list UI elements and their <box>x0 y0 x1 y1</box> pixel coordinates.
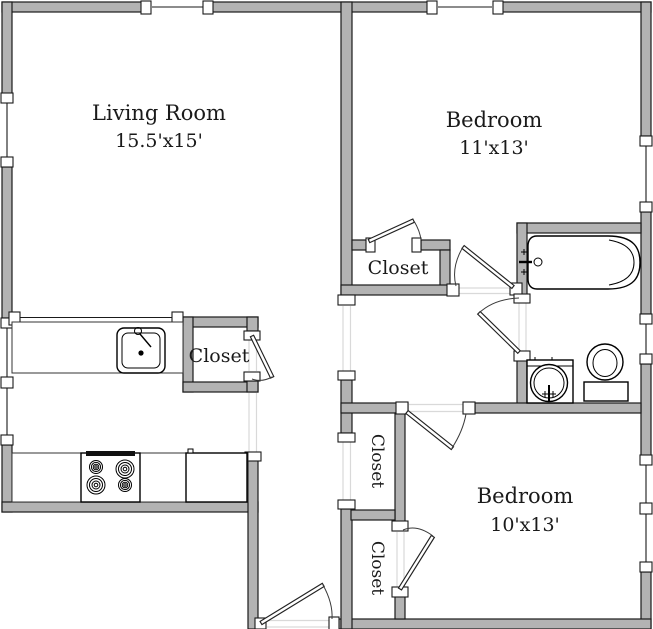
kitchen-closet-label: Closet <box>189 345 250 367</box>
bedroom1-dims: 11'x13' <box>459 137 529 159</box>
bathroom <box>519 235 641 404</box>
window-bedroom1-right <box>639 135 653 213</box>
round-sink-icon <box>529 363 569 403</box>
dishwasher-icon <box>185 448 248 503</box>
living-room-dims: 15.5'x15' <box>115 130 203 152</box>
bedroom1-name: Bedroom <box>446 108 543 132</box>
window-kitchen-left <box>0 317 14 446</box>
hall-closet-upper-label: Closet <box>367 434 387 488</box>
door-bedroom1-closet <box>367 218 422 244</box>
window-living-top <box>140 0 214 15</box>
interior-walls <box>182 1 642 629</box>
doors <box>249 218 522 626</box>
door-entry <box>259 582 333 626</box>
windows <box>0 0 653 573</box>
bedroom2-dims: 10'x13' <box>490 514 560 536</box>
door-kitchen-closet <box>249 334 275 381</box>
window-living-left <box>0 92 14 168</box>
labels: Living Room 15.5'x15' Bedroom 11'x13' Be… <box>92 101 573 595</box>
hall-closet-lower-label: Closet <box>367 541 387 595</box>
toilet-icon <box>583 343 629 402</box>
window-bedroom2-right <box>639 454 653 573</box>
window-bedroom1-top <box>426 0 504 15</box>
door-bathroom <box>476 297 522 355</box>
opening-thresholds <box>248 287 527 628</box>
door-bedroom1 <box>454 244 515 290</box>
bedroom1-closet-label: Closet <box>368 257 429 279</box>
kitchen <box>11 321 249 503</box>
bedroom2-name: Bedroom <box>477 484 574 508</box>
living-room-name: Living Room <box>92 101 226 125</box>
kitchen-sink-icon <box>116 327 166 374</box>
stove-burners-icon <box>80 451 141 503</box>
door-hall-closet-lower <box>397 527 436 591</box>
window-bathroom-right <box>639 313 653 365</box>
door-bedroom2 <box>405 409 467 451</box>
bathtub-icon <box>519 235 641 290</box>
